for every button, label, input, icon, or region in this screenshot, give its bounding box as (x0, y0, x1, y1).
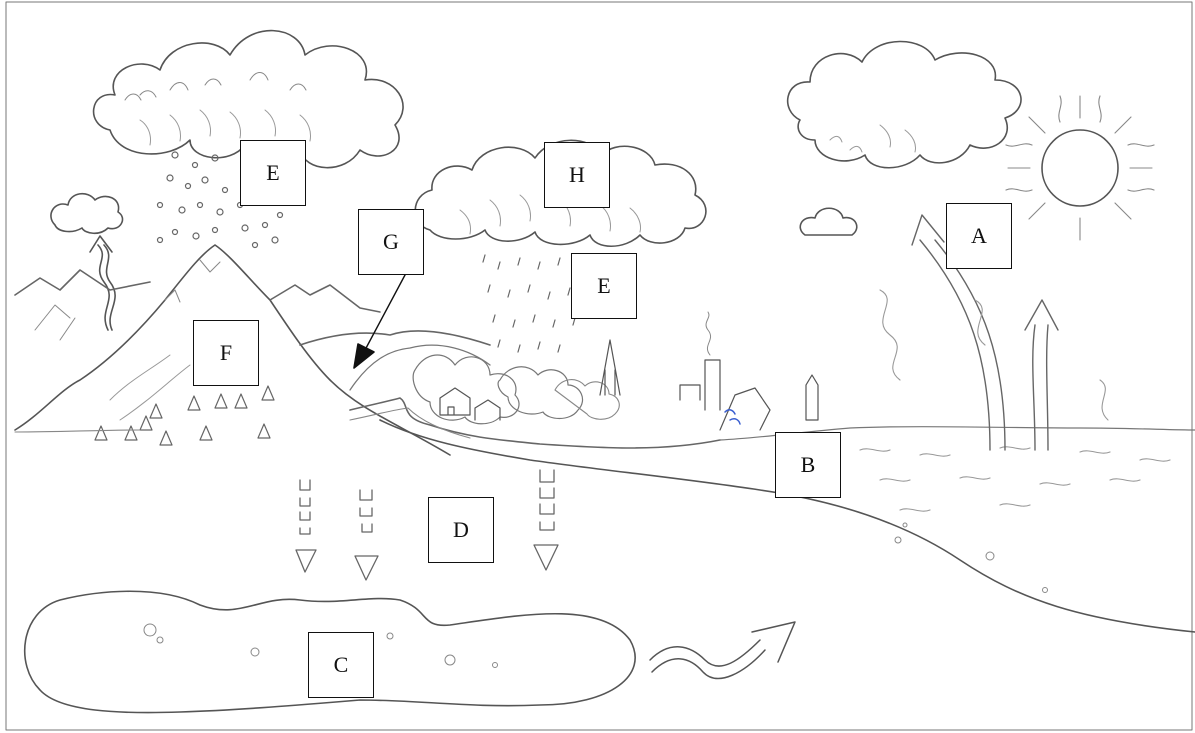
trees (94, 385, 275, 446)
sea-bubbles (894, 522, 1048, 593)
groundwater-body (23, 590, 636, 714)
label-a: A (946, 203, 1012, 269)
evaporation-arrows-right (879, 214, 1109, 451)
label-c: C (308, 632, 374, 698)
groundwater-outflow-arrow (649, 621, 796, 680)
small-left-cloud (50, 192, 124, 235)
lake-shore-blue (724, 409, 741, 425)
right-cloud (786, 40, 1022, 236)
coastline (14, 419, 1195, 633)
label-e-rain: E (571, 253, 637, 319)
mountains (14, 244, 451, 456)
label-e-snow: E (240, 140, 306, 206)
houses (439, 311, 819, 431)
g-pointer-arrow (353, 274, 406, 369)
rain-cloud (414, 139, 707, 247)
evaporation-arrow-left (89, 235, 116, 331)
infiltration-arrows (295, 469, 559, 581)
sea-waves (859, 446, 1171, 512)
label-g: G (358, 209, 424, 275)
label-b: B (775, 432, 841, 498)
label-h: H (544, 142, 610, 208)
snowflakes (156, 151, 284, 249)
label-f: F (193, 320, 259, 386)
river (349, 397, 721, 449)
label-d: D (428, 497, 494, 563)
page-border (5, 1, 1193, 731)
sun (1005, 95, 1155, 241)
snow-cloud (92, 29, 404, 169)
village-hills (299, 330, 620, 425)
